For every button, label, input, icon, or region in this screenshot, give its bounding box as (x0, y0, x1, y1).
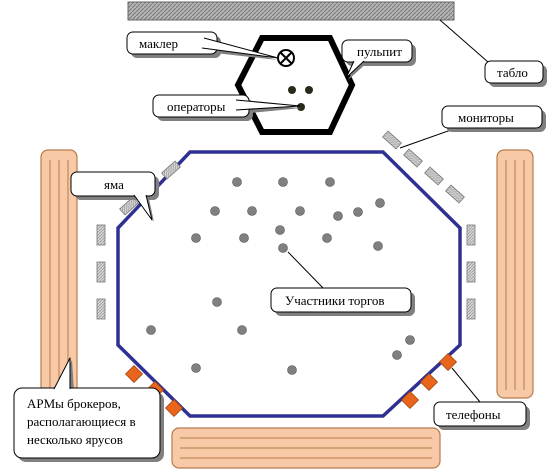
trader-dot (275, 225, 285, 235)
trader-dot (405, 335, 415, 345)
monitors (96, 130, 476, 320)
trader-dot (146, 325, 156, 335)
callout-pit: яма (70, 171, 159, 222)
monitor (466, 298, 476, 320)
operator-dot (288, 86, 296, 94)
trader-dot (247, 206, 257, 216)
monitor (382, 130, 402, 150)
phone (419, 372, 439, 392)
label-workstations-line1: АРМы брокеров, (27, 396, 121, 411)
trader-dot (322, 233, 332, 243)
callout-broker: маклер (126, 31, 279, 60)
label-monitors: мониторы (458, 110, 514, 125)
broker-desk-bottom (171, 427, 441, 469)
trader-dot (232, 177, 242, 187)
phone (164, 398, 184, 418)
display-board (127, 1, 455, 21)
callout-monitors: мониторы (399, 105, 546, 149)
phone (400, 390, 420, 410)
callout-operators: операторы (152, 94, 302, 121)
phone (438, 352, 458, 372)
trader-dot (210, 206, 220, 216)
label-pit: яма (104, 177, 124, 192)
callout-workstations: АРМы брокеров, располагающиеся в несколь… (13, 357, 164, 462)
label-board: табло (497, 65, 528, 80)
trader-dot (212, 297, 222, 307)
trader-dot (239, 233, 249, 243)
traders (146, 177, 415, 375)
trader-dot (392, 350, 402, 360)
trader-dot (191, 363, 201, 373)
trader-dot (375, 198, 385, 208)
monitor (424, 166, 444, 186)
trader-dot (278, 243, 288, 253)
monitor (403, 148, 423, 168)
label-workstations-line2: располагающиеся в (27, 414, 136, 429)
label-podium: пульпит (357, 44, 402, 59)
trader-dot (325, 177, 335, 187)
label-workstations-line3: несколько ярусов (27, 432, 123, 447)
label-participants: Участники торгов (285, 293, 385, 308)
callout-participants: Участники торгов (270, 251, 415, 316)
label-broker: маклер (139, 36, 178, 51)
trader-dot (333, 211, 343, 221)
trader-dot (237, 325, 247, 335)
trader-dot (278, 177, 288, 187)
trader-dot (287, 365, 297, 375)
callout-board: табло (439, 19, 547, 87)
phone (124, 364, 144, 384)
circle-x-icon (277, 49, 295, 67)
label-phones: телефоны (446, 407, 501, 422)
monitor (466, 261, 476, 283)
trader-dot (373, 241, 383, 251)
label-operators: операторы (167, 99, 226, 114)
trader-dot (191, 233, 201, 243)
broker-desk-right (496, 149, 534, 399)
monitor (161, 160, 181, 180)
callout-podium: пульпит (341, 39, 416, 80)
trader-dot (353, 207, 363, 217)
operator-dot (297, 103, 305, 111)
monitor (96, 224, 106, 246)
monitor (96, 298, 106, 320)
operator-dot (305, 86, 313, 94)
trader-dot (295, 206, 305, 216)
callout-phones: телефоны (433, 367, 530, 430)
monitor (466, 224, 476, 246)
monitor (96, 261, 106, 283)
monitor (445, 184, 465, 204)
trading-pit (116, 150, 462, 418)
